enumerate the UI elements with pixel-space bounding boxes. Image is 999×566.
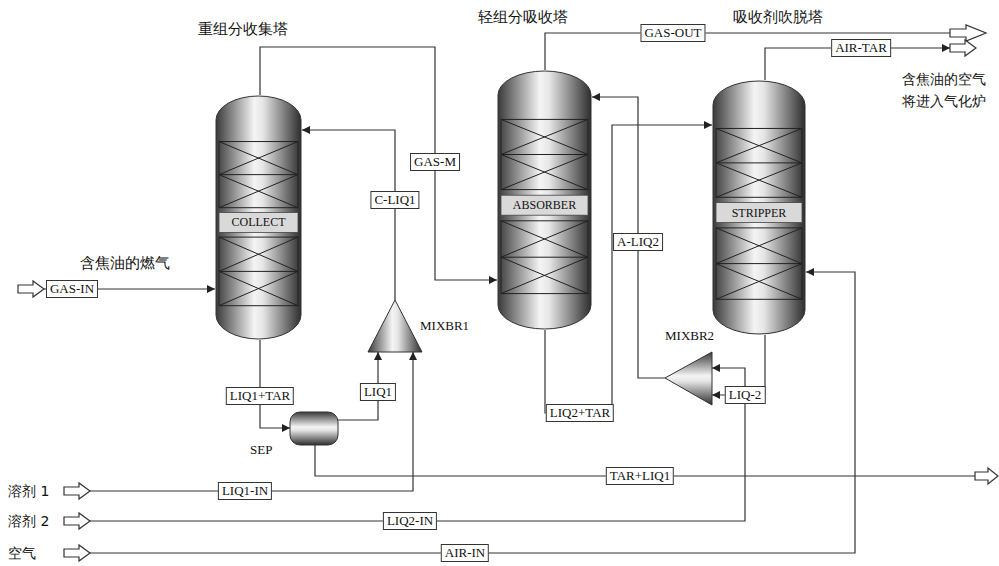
stream-label: LIQ1 [360, 383, 396, 401]
node-label: MIXBR1 [420, 318, 469, 334]
node-label: COLLECT [215, 214, 302, 230]
node-label: 含焦油的空气 将进入气化炉 [902, 68, 996, 112]
node-label: ABSORBER [497, 197, 592, 213]
node-label: MIXBR2 [665, 328, 714, 344]
mixer-symbol: MIXBR2 [660, 328, 722, 408]
stream-label: LIQ2+TAR [546, 404, 614, 422]
stream-line [90, 352, 413, 491]
mixer-symbol: MIXBR1 [366, 296, 478, 354]
stream-label: LIQ1+TAR [226, 387, 294, 405]
stream-label: GAS-M [410, 153, 460, 171]
stream-label: LIQ2-IN [383, 512, 437, 530]
node-label: 溶剂 2 [8, 512, 49, 530]
gas-out-line [545, 33, 950, 70]
feed-inlet: 溶剂 2 [8, 511, 90, 531]
node-label: 含焦油的燃气 [80, 254, 170, 272]
product-outlet: 含焦油的空气 将进入气化炉 [898, 40, 998, 118]
stream-line [302, 130, 395, 300]
column-heading: 重组分收集塔 [198, 20, 288, 38]
column-heading: 吸收剂吹脱塔 [733, 8, 823, 26]
outlet-arrow [975, 468, 998, 484]
stream-line [592, 97, 665, 378]
node-label: SEP [250, 442, 272, 458]
stream-line [90, 368, 745, 521]
column-vessel: STRIPPER [712, 80, 806, 335]
stream-label: GAS-OUT [640, 24, 705, 42]
feed-inlet: 溶剂 1 [8, 481, 90, 501]
column-heading: 轻组分吸收塔 [478, 8, 568, 26]
feed-inlet: 空气 [8, 543, 90, 563]
stream-label: LIQ-2 [725, 386, 766, 404]
stream-label: TAR+LIQ1 [606, 467, 674, 485]
column-vessel: ABSORBER [497, 70, 592, 330]
stream-label: LIQ1-IN [218, 482, 272, 500]
node-label: 溶剂 1 [8, 482, 49, 500]
separator-drum: SEP [250, 410, 340, 460]
node-label: 空气 [8, 544, 36, 562]
outlet-arrow [950, 25, 986, 41]
stream-label: C-LIQ1 [370, 191, 419, 209]
stream-label: A-LIQ2 [613, 233, 663, 251]
feed-inlet: 含焦油的燃气 [18, 254, 183, 300]
stream-label: AIR-TAR [831, 39, 891, 57]
node-label: STRIPPER [712, 205, 806, 221]
stream-line [260, 340, 290, 428]
stream-label: GAS-IN [46, 280, 98, 298]
stream-label: AIR-IN [441, 544, 489, 562]
column-vessel: COLLECT [215, 95, 302, 340]
